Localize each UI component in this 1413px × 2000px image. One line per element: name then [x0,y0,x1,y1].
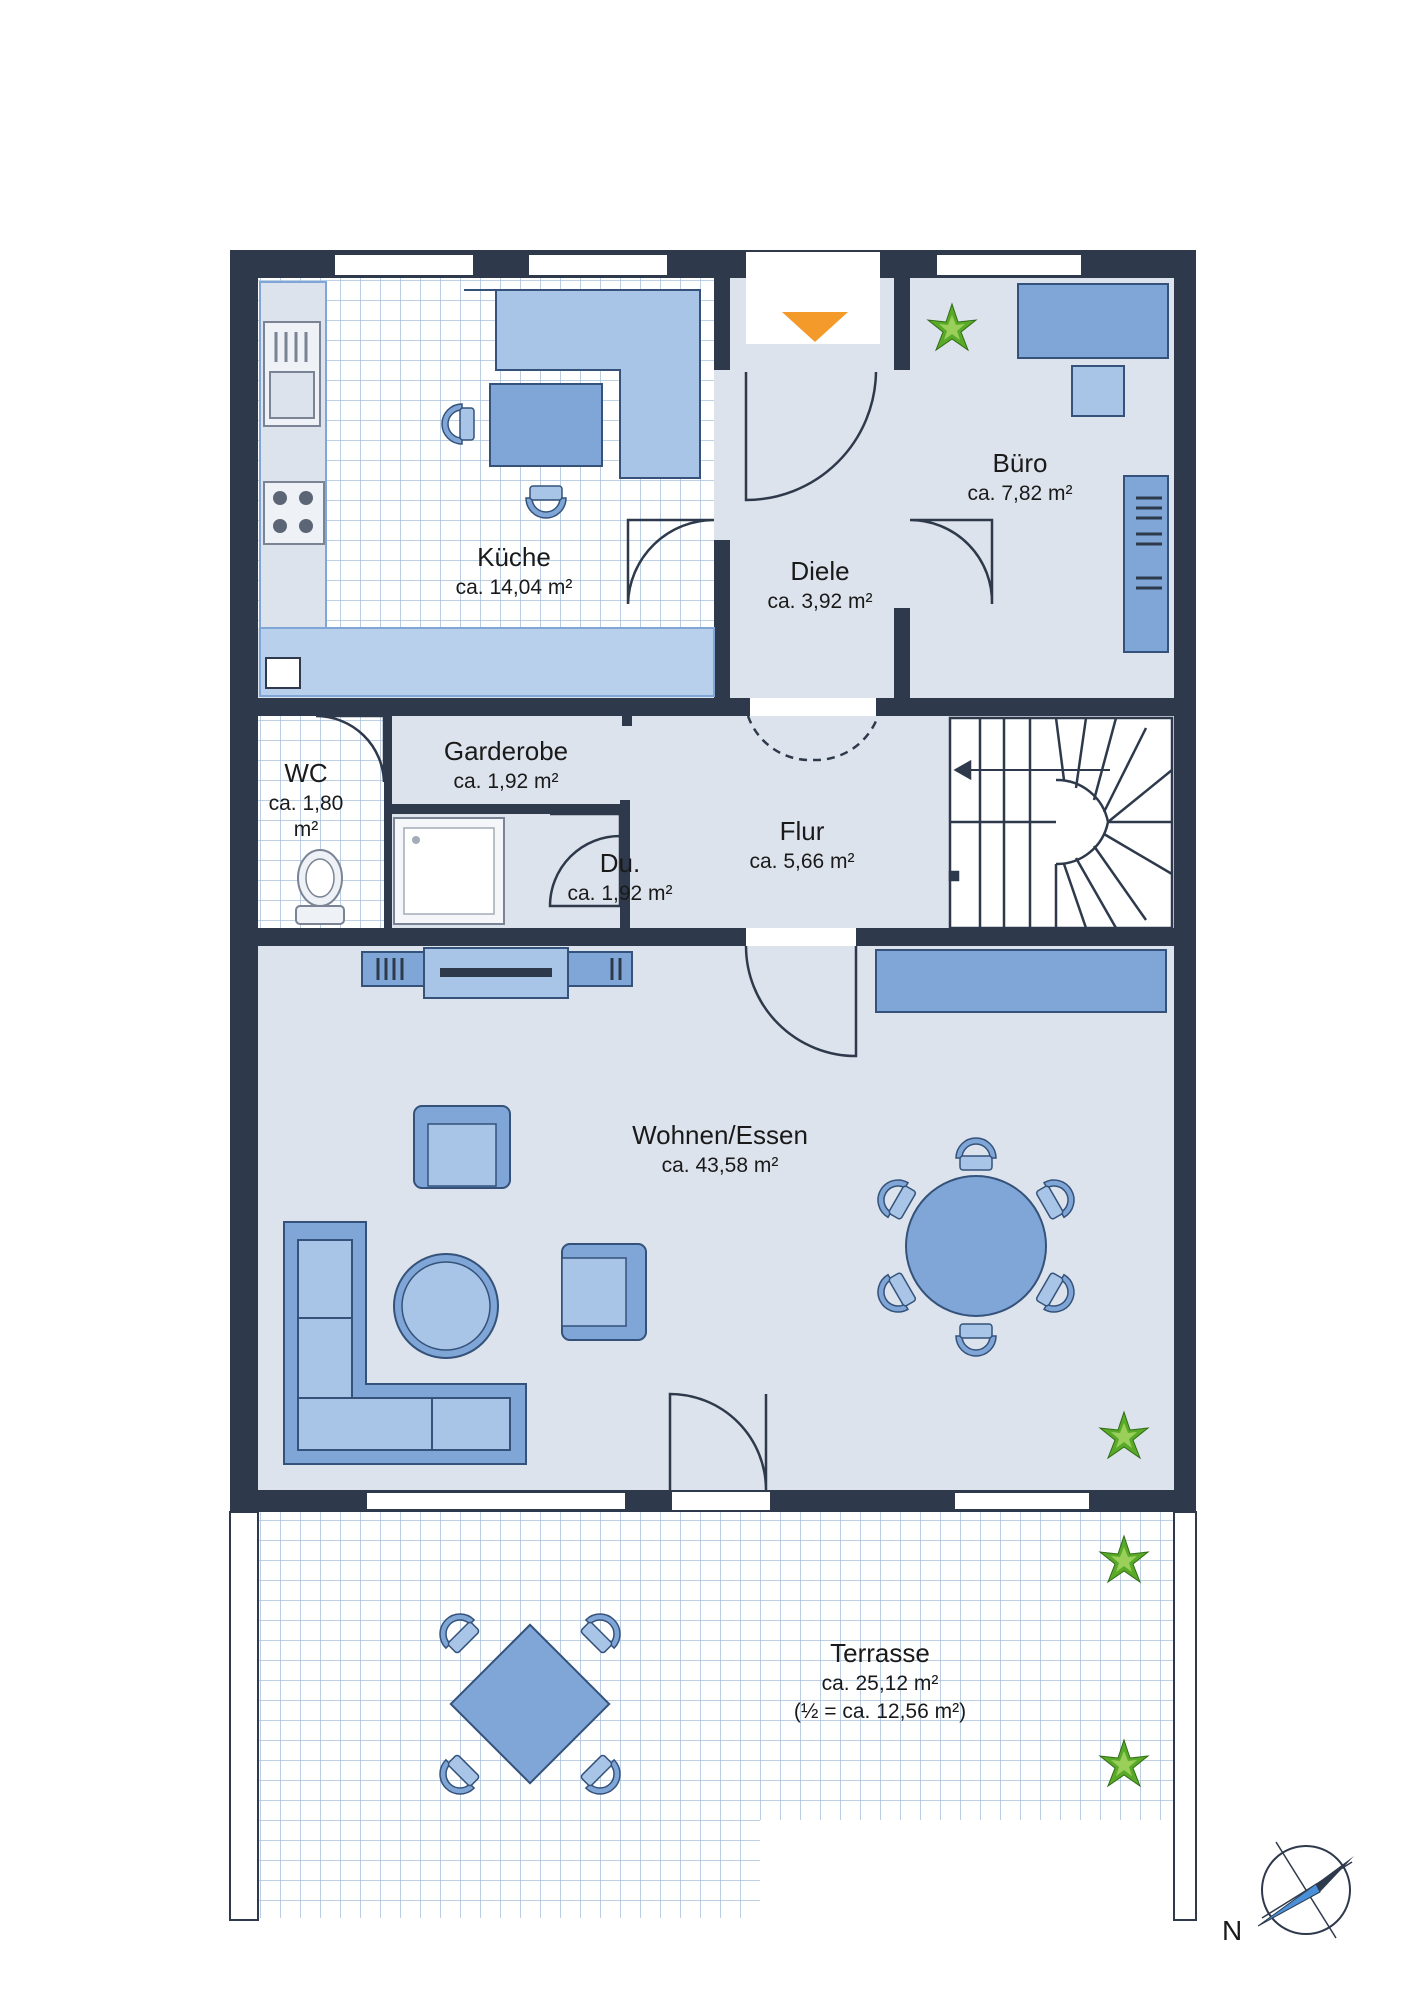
terrace-table [430,1604,630,1804]
dusche-name: Du. [600,848,640,878]
sink-icon [263,321,321,427]
staircase-icon [948,716,1174,930]
compass-icon [1257,1841,1354,1939]
wohnen-area: ca. 43,58 m² [662,1154,779,1177]
windows [333,253,1091,1511]
garderobe-name: Garderobe [444,736,568,766]
diele-name: Diele [790,556,849,586]
flur-name: Flur [780,816,825,846]
garderobe-floor [390,716,626,804]
dusche-area: ca. 1,92 m² [567,882,672,905]
kueche-area: ca. 14,04 m² [456,576,573,599]
coffee-table [393,1253,499,1359]
terrasse-area-half: (½ = ca. 12,56 m²) [794,1700,966,1723]
shower-tray-icon [393,817,505,925]
wc-name: WC [284,758,327,788]
diele-area: ca. 3,92 m² [767,590,872,613]
walls [230,250,1196,1512]
terrasse-name: Terrasse [830,1638,930,1668]
wc-area-line2: m² [294,818,319,841]
wohnen-name: Wohnen/Essen [632,1120,808,1150]
toilet-icon [295,849,345,925]
terrasse-floor [258,1510,1174,1918]
kitchen-bench [464,289,701,479]
armchair-top [413,1105,511,1189]
wall-cabinet [875,949,1167,1013]
armchair-right [561,1243,647,1341]
office-desk [1017,283,1169,359]
doors [315,371,994,1491]
kueche-name: Küche [477,542,551,572]
sofa [283,1221,527,1465]
tv-sideboard [361,947,633,999]
entrance-arrow-icon [782,312,848,342]
kitchen-table [489,383,603,467]
dining-set [869,1137,1083,1357]
terrasse-area: ca. 25,12 m² [822,1672,939,1695]
flur-area: ca. 5,66 m² [749,850,854,873]
wc-area-line1: ca. 1,80 [269,792,344,815]
buero-name: Büro [993,448,1048,478]
office-chair [1071,365,1125,417]
compass-north-label: N [1222,1915,1242,1946]
kitchen-counter [259,281,715,697]
room-labels: Küche ca. 14,04 m² Diele ca. 3,92 m² Bür… [269,448,1073,1723]
buero-area: ca. 7,82 m² [967,482,1072,505]
terrace-posts [229,1511,1197,1921]
office-shelf [1123,475,1169,653]
garderobe-area: ca. 1,92 m² [453,770,558,793]
stove-icon [263,481,325,545]
brand-logo: onOffice [1174,1427,1190,1484]
